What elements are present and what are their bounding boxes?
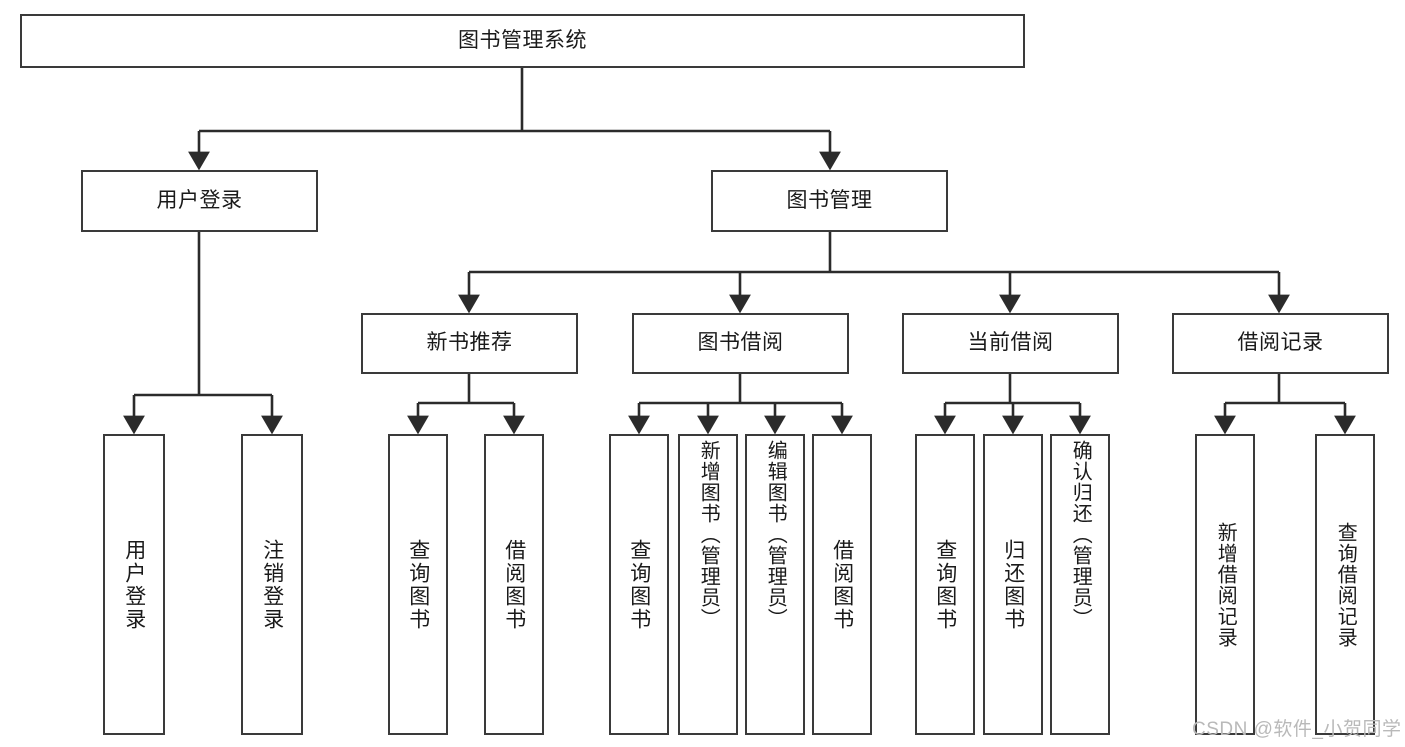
leaf-confirm-return-admin-label: 确认归还（管理员）	[1069, 440, 1092, 629]
leaf-return-book[interactable]: 归还图书	[983, 434, 1043, 735]
node-book-borrow[interactable]: 图书借阅	[632, 313, 849, 374]
leaf-add-borrow-record-label: 新增借阅记录	[1214, 521, 1237, 648]
leaf-add-book-admin-label: 新增图书（管理员）	[697, 440, 720, 629]
node-user-login[interactable]: 用户登录	[81, 170, 318, 232]
leaf-borrow-book-2-label: 借阅图书	[830, 538, 854, 631]
node-root-label: 图书管理系统	[458, 28, 587, 52]
leaf-return-book-label: 归还图书	[1001, 538, 1025, 631]
leaf-query-book-2[interactable]: 查询图书	[609, 434, 669, 735]
leaf-query-borrow-record[interactable]: 查询借阅记录	[1315, 434, 1375, 735]
leaf-confirm-return-admin[interactable]: 确认归还（管理员）	[1050, 434, 1110, 735]
leaf-edit-book-admin-label: 编辑图书（管理员）	[764, 440, 787, 629]
node-book-management-label: 图书管理	[786, 188, 873, 212]
node-book-management[interactable]: 图书管理	[711, 170, 948, 232]
leaf-user-login[interactable]: 用户登录	[103, 434, 165, 735]
node-borrow-record[interactable]: 借阅记录	[1172, 313, 1389, 374]
node-current-borrow-label: 当前借阅	[967, 331, 1054, 355]
node-book-borrow-label: 图书借阅	[697, 331, 784, 355]
leaf-add-book-admin[interactable]: 新增图书（管理员）	[678, 434, 738, 735]
leaf-query-book-3-label: 查询图书	[933, 538, 957, 631]
leaf-user-login-label: 用户登录	[122, 538, 146, 631]
leaf-query-book-1[interactable]: 查询图书	[388, 434, 448, 735]
node-new-book-recommend[interactable]: 新书推荐	[361, 313, 578, 374]
leaf-add-borrow-record[interactable]: 新增借阅记录	[1195, 434, 1255, 735]
leaf-borrow-book-1[interactable]: 借阅图书	[484, 434, 544, 735]
leaf-query-book-1-label: 查询图书	[406, 538, 430, 631]
leaf-query-book-3[interactable]: 查询图书	[915, 434, 975, 735]
leaf-borrow-book-2[interactable]: 借阅图书	[812, 434, 872, 735]
leaf-query-borrow-record-label: 查询借阅记录	[1334, 521, 1357, 648]
leaf-logout-login[interactable]: 注销登录	[241, 434, 303, 735]
node-root[interactable]: 图书管理系统	[20, 14, 1025, 68]
node-user-login-label: 用户登录	[156, 188, 243, 212]
leaf-borrow-book-1-label: 借阅图书	[502, 538, 526, 631]
node-new-book-recommend-label: 新书推荐	[426, 331, 513, 355]
leaf-logout-login-label: 注销登录	[260, 538, 284, 631]
node-borrow-record-label: 借阅记录	[1237, 331, 1324, 355]
csdn-watermark: CSDN @软件_小贺同学	[1192, 719, 1402, 740]
leaf-edit-book-admin[interactable]: 编辑图书（管理员）	[745, 434, 805, 735]
node-current-borrow[interactable]: 当前借阅	[902, 313, 1119, 374]
leaf-query-book-2-label: 查询图书	[627, 538, 651, 631]
